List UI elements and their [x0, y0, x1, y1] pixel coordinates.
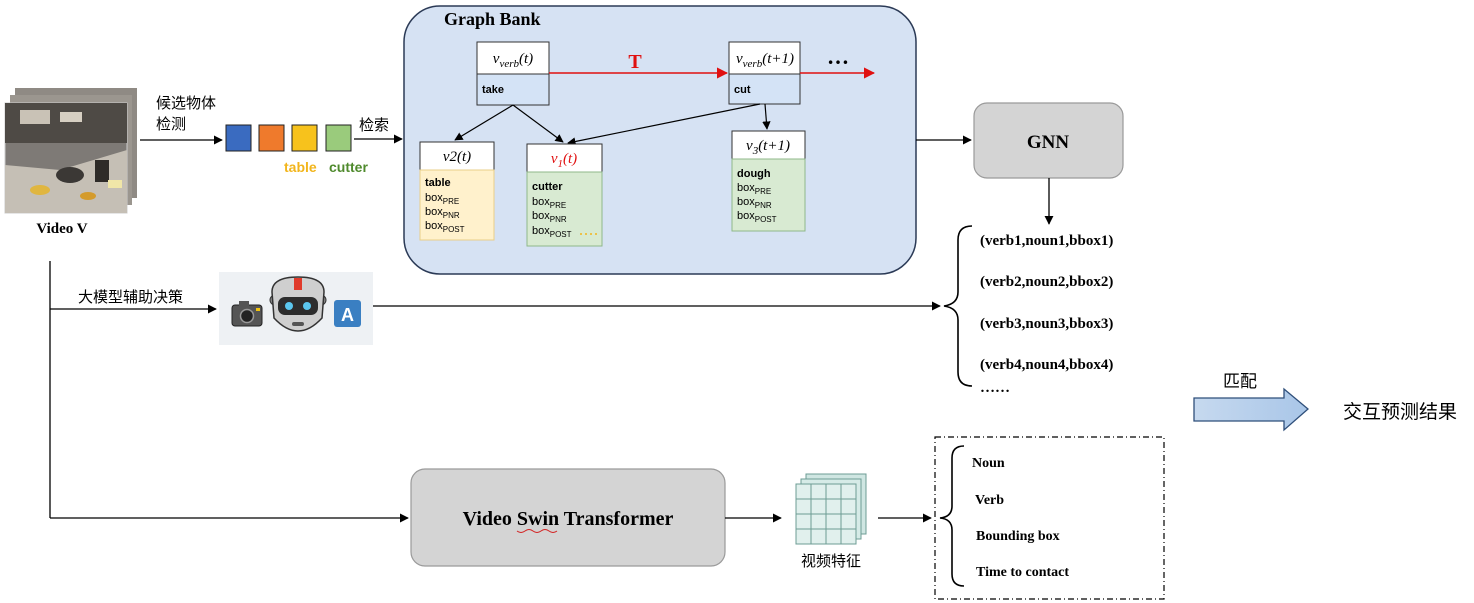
- temporal-ellipsis: …: [827, 44, 849, 69]
- svg-text:boxPNR: boxPNR: [532, 210, 567, 224]
- gnn-label: GNN: [1027, 132, 1070, 153]
- verb-t1-sub: verb: [743, 58, 763, 70]
- output-noun: Noun: [972, 456, 1005, 471]
- letter-a-icon: A: [334, 300, 361, 327]
- robot-icon: [269, 276, 327, 332]
- svg-text:boxPOST: boxPOST: [737, 210, 777, 224]
- svg-text:v1(t): v1(t): [551, 151, 577, 170]
- node-v3-box2: box: [737, 196, 755, 208]
- spell-underline: [516, 529, 558, 533]
- edge-cut-to-cutter: [567, 103, 761, 146]
- node-v2-box3: box: [425, 220, 443, 232]
- object-node-v2: v2(t) table boxPRE boxPNR boxPOST: [419, 141, 495, 241]
- node-v1-pre: PRE: [550, 201, 566, 210]
- node-v2-post: POST: [443, 225, 465, 234]
- camera-icon: [231, 301, 263, 327]
- svg-text:boxPOST: boxPOST: [425, 220, 465, 234]
- swatch-table-label: table: [284, 159, 317, 175]
- verb-t1-name: v: [736, 51, 743, 67]
- node-v1-name: v: [551, 151, 558, 167]
- edge-take-to-cutter: [512, 104, 564, 143]
- swatch-yellow: [291, 124, 318, 152]
- node-v3-pre: PRE: [755, 187, 771, 196]
- edge-take-to-table: [454, 104, 514, 141]
- edge-cut-to-dough: [762, 103, 771, 130]
- node-v1-post: POST: [550, 230, 572, 239]
- object-node-v3: v3(t+1) dough boxPRE boxPNR boxPOST: [731, 130, 806, 232]
- result-ellipsis: ……: [980, 380, 1010, 396]
- node-v3-box1: box: [737, 182, 755, 194]
- svg-text:boxPNR: boxPNR: [737, 196, 772, 210]
- result-item-2: (verb2,noun2,bbox2): [980, 274, 1113, 290]
- swatch-cutter-label: cutter: [329, 159, 368, 175]
- node-v2-box1: box: [425, 192, 443, 204]
- detect-label-line1: 候选物体: [156, 94, 216, 112]
- features-label: 视频特征: [801, 552, 861, 570]
- node-v1-pnr: PNR: [550, 215, 567, 224]
- node-v3-post: POST: [755, 215, 777, 224]
- node-v3-sub: 3: [752, 145, 759, 157]
- node-v1-box3: box: [532, 225, 550, 237]
- verb-t-action: take: [482, 84, 504, 96]
- svg-text:boxPNR: boxPNR: [425, 206, 460, 220]
- verb-node-t1: vverb(t+1) cut: [728, 41, 801, 105]
- swatch-blue: [225, 124, 252, 152]
- detect-label-line2: 检测: [156, 115, 186, 133]
- verb-t-arg: (t): [519, 51, 533, 67]
- verb-t1-action: cut: [734, 84, 751, 96]
- object-swatches: [225, 124, 352, 152]
- svg-text:vverb(t+1): vverb(t+1): [736, 51, 794, 70]
- feature-cube-icon: [795, 473, 867, 545]
- node-v2-title: v2(t): [443, 149, 471, 165]
- verb-t1-arg: (t+1): [762, 51, 794, 67]
- match-arrow: [1193, 387, 1310, 432]
- result-item-3: (verb3,noun3,bbox3): [980, 316, 1113, 332]
- swin-label: Video Swin Transformer: [463, 508, 674, 530]
- node-v3-box3: box: [737, 210, 755, 222]
- outputs-brace: [939, 445, 965, 587]
- match-label: 匹配: [1223, 372, 1257, 392]
- prediction-result-label: 交互预测结果: [1343, 401, 1457, 423]
- svg-text:boxPRE: boxPRE: [425, 192, 459, 206]
- verb-t-sub: verb: [499, 58, 519, 70]
- retrieve-label: 检索: [359, 116, 389, 134]
- node-v3-name: v: [746, 138, 753, 154]
- node-v3-pnr: PNR: [755, 201, 772, 210]
- verb-t-name: v: [493, 51, 500, 67]
- graph-bank-title: Graph Bank: [444, 9, 541, 29]
- node-v2-object: table: [425, 177, 451, 189]
- video-frames: [4, 88, 137, 214]
- output-verb: Verb: [975, 493, 1004, 508]
- video-label: Video V: [36, 221, 87, 237]
- letter-a-glyph: A: [341, 305, 354, 325]
- results-brace: [943, 225, 973, 387]
- object-node-v1: v1(t) cutter boxPRE boxPNR boxPOST: [526, 143, 603, 247]
- node-v1-arg: (t): [563, 151, 577, 167]
- result-item-4: (verb4,noun4,bbox4): [980, 357, 1113, 373]
- node-v1-box2: box: [532, 210, 550, 222]
- node-v2-pnr: PNR: [443, 211, 460, 220]
- output-bounding-box: Bounding box: [976, 529, 1060, 544]
- temporal-label: T: [628, 51, 642, 73]
- output-time-to-contact: Time to contact: [976, 565, 1069, 580]
- swatch-green: [325, 124, 352, 152]
- verb-node-t: vverb(t) take: [476, 41, 550, 106]
- result-item-1: (verb1,noun1,bbox1): [980, 233, 1113, 249]
- node-v1-box1: box: [532, 196, 550, 208]
- node-v1-object: cutter: [532, 181, 563, 193]
- svg-text:boxPRE: boxPRE: [532, 196, 566, 210]
- svg-text:boxPRE: boxPRE: [737, 182, 771, 196]
- svg-text:v3(t+1): v3(t+1): [746, 138, 790, 157]
- svg-text:boxPOST: boxPOST: [532, 225, 572, 239]
- node-v1-sub: 1: [558, 158, 564, 170]
- node-v3-arg: (t+1): [758, 138, 790, 154]
- node-v2-pre: PRE: [443, 197, 459, 206]
- llm-icon-panel: A: [219, 272, 373, 345]
- llm-label: 大模型辅助决策: [78, 288, 183, 306]
- svg-text:vverb(t): vverb(t): [493, 51, 533, 70]
- swatch-orange: [258, 124, 285, 152]
- node-v2-box2: box: [425, 206, 443, 218]
- node-v3-object: dough: [737, 168, 771, 180]
